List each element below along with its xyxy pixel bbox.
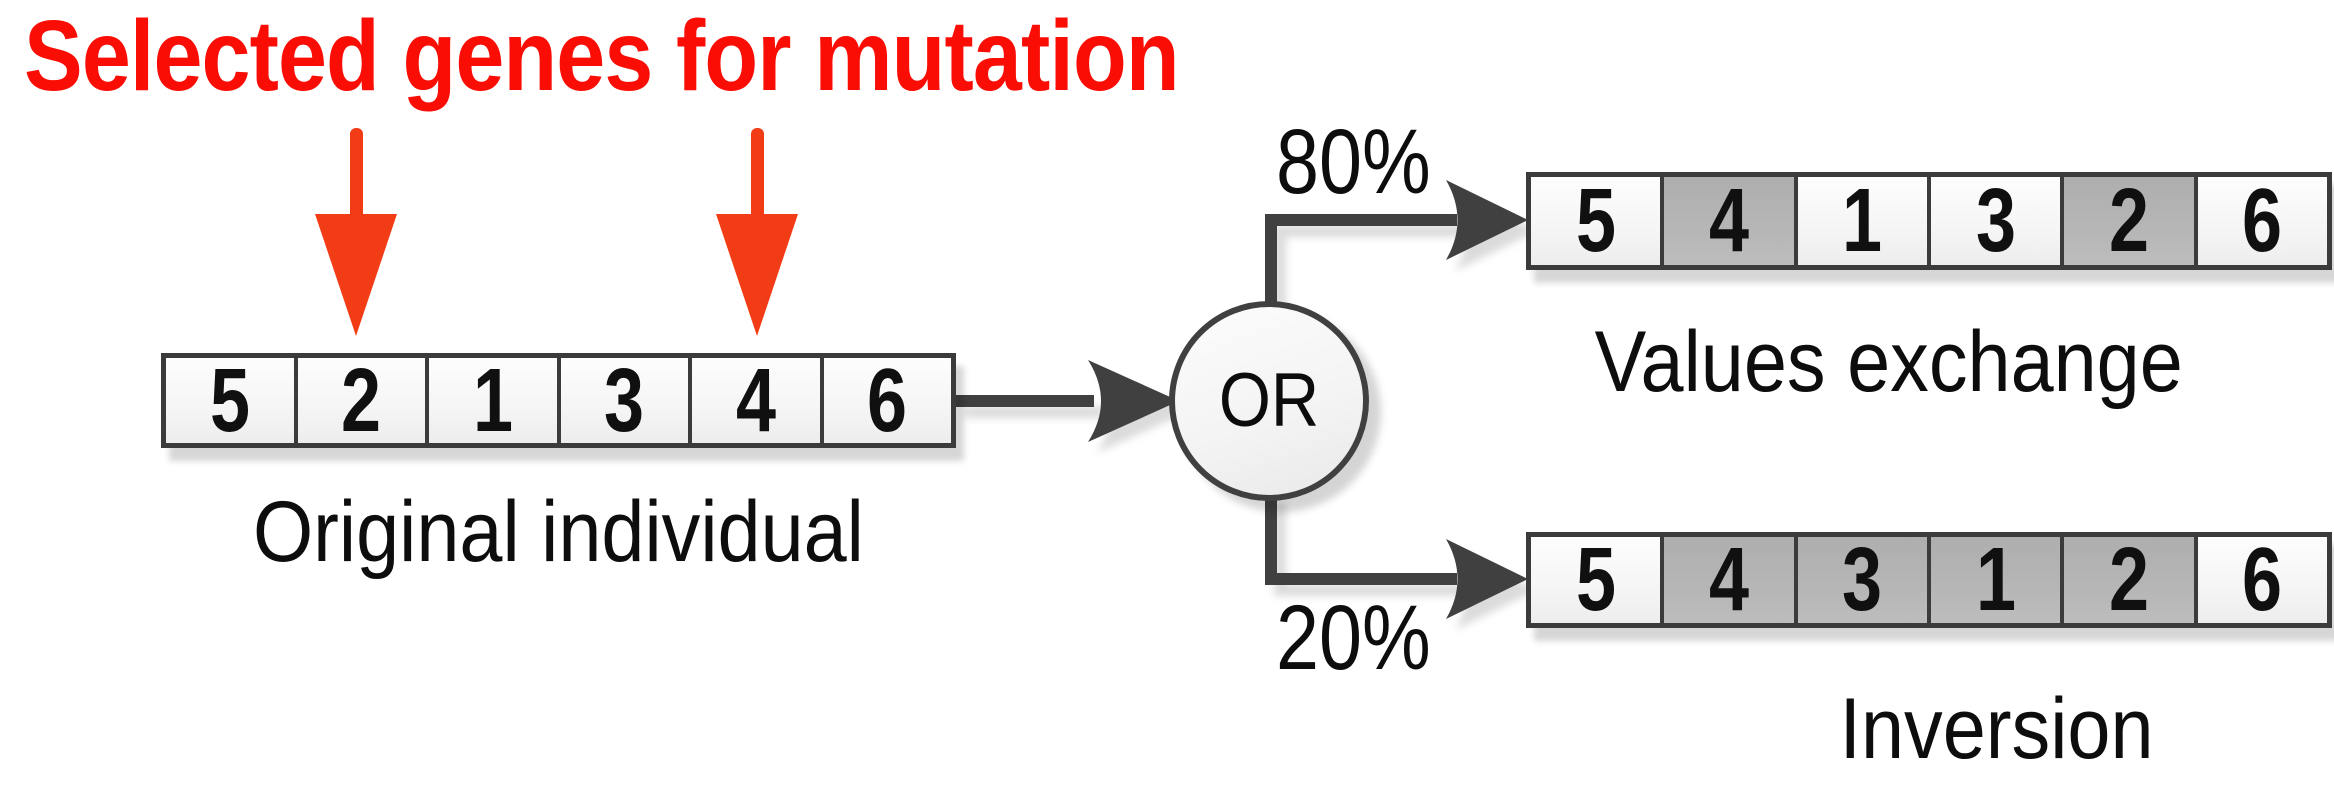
gene-value: 6 — [2242, 530, 2283, 630]
probability-label-80: 80% — [1276, 116, 1460, 208]
values-exchange-caption: Values exchange — [1526, 319, 2252, 405]
gene-value: 1 — [1842, 171, 1883, 271]
values-exchange-caption-text: Values exchange — [1594, 314, 2184, 410]
gene-value: 1 — [472, 350, 513, 451]
gene-cell: 1 — [425, 350, 557, 451]
probability-label-20: 20% — [1276, 592, 1460, 684]
original-row-caption: Original individual — [161, 489, 956, 575]
gene-value: 4 — [1708, 530, 1750, 630]
values-exchange-chromosome-row: 5 4 1 3 2 6 — [1526, 172, 2332, 270]
or-node: OR — [1169, 301, 1369, 501]
gene-value: 6 — [867, 350, 908, 451]
down-arrow-icon — [716, 128, 798, 336]
gene-cell: 6 — [819, 350, 951, 451]
probability-80-text: 80% — [1276, 111, 1431, 213]
gene-value: 2 — [2108, 171, 2149, 271]
inversion-caption-text: Inversion — [1838, 681, 2154, 777]
gene-cell: 3 — [556, 350, 688, 451]
gene-value: 2 — [341, 350, 382, 451]
gene-cell: 4 — [688, 350, 820, 451]
gene-value: 1 — [1975, 530, 2016, 630]
selection-arrows-group — [315, 128, 798, 336]
gene-value: 5 — [209, 350, 250, 451]
inversion-caption: Inversion — [1646, 686, 2334, 772]
diagram-title: Selected genes for mutation — [24, 0, 1180, 112]
probability-20-text: 20% — [1276, 587, 1431, 689]
gene-cell: 1 — [1793, 171, 1927, 271]
gene-cell: 4 — [1660, 171, 1794, 271]
gene-cell: 3 — [1793, 530, 1927, 630]
gene-cell: 6 — [2193, 530, 2327, 630]
down-arrow-icon — [315, 128, 397, 336]
gene-cell: 5 — [1531, 171, 1661, 271]
gene-cell: 4 — [1660, 530, 1794, 630]
gene-cell: 3 — [1926, 171, 2061, 271]
gene-cell: 5 — [166, 350, 294, 451]
gene-value: 5 — [1575, 171, 1616, 271]
gene-value: 4 — [735, 350, 776, 451]
main-arrow — [956, 360, 1179, 442]
or-node-label: OR — [1218, 358, 1320, 443]
gene-cell: 2 — [2060, 530, 2194, 630]
gene-value: 4 — [1708, 171, 1750, 271]
gene-value: 3 — [1842, 530, 1883, 630]
gene-value: 3 — [1975, 171, 2016, 271]
gene-value: 5 — [1575, 530, 1616, 630]
inversion-chromosome-row: 5 4 3 1 2 6 — [1526, 532, 2332, 628]
gene-cell: 6 — [2193, 171, 2327, 271]
gene-value: 3 — [604, 350, 645, 451]
original-row-caption-text: Original individual — [253, 484, 864, 580]
gene-cell: 2 — [293, 350, 425, 451]
gene-value: 6 — [2242, 171, 2283, 271]
gene-cell: 5 — [1531, 530, 1661, 630]
gene-cell: 2 — [2060, 171, 2194, 271]
gene-cell: 1 — [1926, 530, 2061, 630]
gene-value: 2 — [2108, 530, 2149, 630]
original-chromosome-row: 5 2 1 3 4 6 — [161, 353, 956, 448]
